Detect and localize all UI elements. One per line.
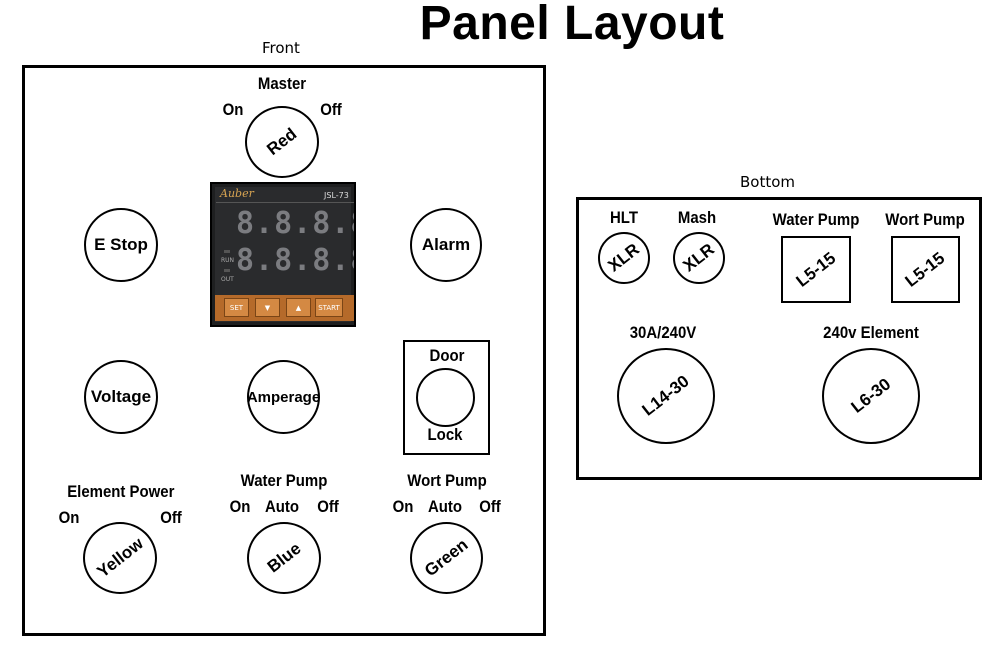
lock-label: Lock xyxy=(427,425,463,444)
master-label: Master xyxy=(257,74,307,93)
wort-pump-switch-green[interactable]: Green xyxy=(410,522,483,594)
hlt-xlr-connector[interactable]: XLR xyxy=(598,232,650,284)
element-power-knob-color: Yellow xyxy=(92,533,147,582)
up-button[interactable]: ▲ xyxy=(286,298,311,317)
pid-controller: Auber JSL-73 8.8.8.8 8.8.8.8 RUN OUT SET… xyxy=(210,182,356,327)
page-title: Panel Layout xyxy=(419,0,725,50)
bottom-panel xyxy=(576,197,982,480)
controller-display-sv: 8.8.8.8 xyxy=(236,243,354,278)
door-lock-box xyxy=(403,340,490,455)
alarm-label: Alarm xyxy=(421,235,471,254)
wort-pump-label: Wort Pump xyxy=(407,471,487,490)
hlt-connector-type: XLR xyxy=(604,239,643,276)
front-caption: Front xyxy=(262,39,300,57)
door-label: Door xyxy=(429,346,465,365)
controller-brand: Auber xyxy=(220,187,254,200)
water-pump-knob-color: Blue xyxy=(263,538,305,577)
master-off-label: Off xyxy=(320,100,342,119)
water-pump-auto-label: Auto xyxy=(264,497,300,516)
run-label: RUN xyxy=(221,257,235,264)
bottom-water-pump-label: Water Pump xyxy=(772,210,860,229)
out-led xyxy=(224,269,230,272)
mash-xlr-connector[interactable]: XLR xyxy=(673,232,725,284)
mash-connector-type: XLR xyxy=(679,239,718,276)
mash-label: Mash xyxy=(677,208,717,227)
wort-pump-off-label: Off xyxy=(479,497,501,516)
controller-model: JSL-73 xyxy=(324,191,349,200)
element-label: 240v Element xyxy=(823,323,919,342)
water-pump-label: Water Pump xyxy=(240,471,328,490)
hlt-label: HLT xyxy=(610,208,638,227)
wort-pump-receptacle[interactable]: L5-15 xyxy=(891,236,960,303)
e-stop-label: E Stop xyxy=(94,235,148,254)
supply-label: 30A/240V xyxy=(629,323,697,342)
voltage-label: Voltage xyxy=(90,387,152,406)
water-pump-receptacle[interactable]: L5-15 xyxy=(781,236,851,303)
controller-display-pv: 8.8.8.8 xyxy=(236,206,354,241)
wort-pump-knob-color: Green xyxy=(420,534,472,581)
set-button[interactable]: SET xyxy=(224,298,249,317)
element-power-switch-yellow[interactable]: Yellow xyxy=(83,522,157,594)
master-on-label: On xyxy=(222,100,244,119)
wort-pump-on-label: On xyxy=(392,497,414,516)
master-switch-red[interactable]: Red xyxy=(245,106,319,178)
door-lock-switch[interactable] xyxy=(416,368,475,427)
element-l6-30-receptacle[interactable]: L6-30 xyxy=(822,348,920,444)
master-knob-color: Red xyxy=(263,124,301,159)
water-pump-switch-blue[interactable]: Blue xyxy=(247,522,321,594)
bottom-wort-pump-label: Wort Pump xyxy=(885,210,965,229)
alarm-light: Alarm xyxy=(410,208,482,282)
e-stop-button[interactable]: E Stop xyxy=(84,208,158,282)
water-pump-on-label: On xyxy=(229,497,251,516)
amperage-meter: Amperage xyxy=(247,360,320,434)
out-label: OUT xyxy=(221,276,234,283)
element-power-on-label: On xyxy=(58,508,80,527)
water-pump-off-label: Off xyxy=(317,497,339,516)
wort-pump-auto-label: Auto xyxy=(427,497,463,516)
supply-connector-type: L14-30 xyxy=(638,371,693,420)
water-pump-connector-type: L5-15 xyxy=(792,247,840,291)
element-power-off-label: Off xyxy=(160,508,182,527)
element-connector-type: L6-30 xyxy=(847,374,895,417)
bottom-caption: Bottom xyxy=(740,173,796,191)
element-power-label: Element Power xyxy=(67,482,175,501)
wort-pump-connector-type: L5-15 xyxy=(901,247,949,291)
front-panel xyxy=(22,65,546,636)
supply-l14-30-inlet[interactable]: L14-30 xyxy=(617,348,715,444)
amperage-label: Amperage xyxy=(246,388,321,406)
voltage-meter: Voltage xyxy=(84,360,158,434)
start-button[interactable]: START xyxy=(315,298,343,317)
run-led xyxy=(224,250,230,253)
down-button[interactable]: ▼ xyxy=(255,298,280,317)
